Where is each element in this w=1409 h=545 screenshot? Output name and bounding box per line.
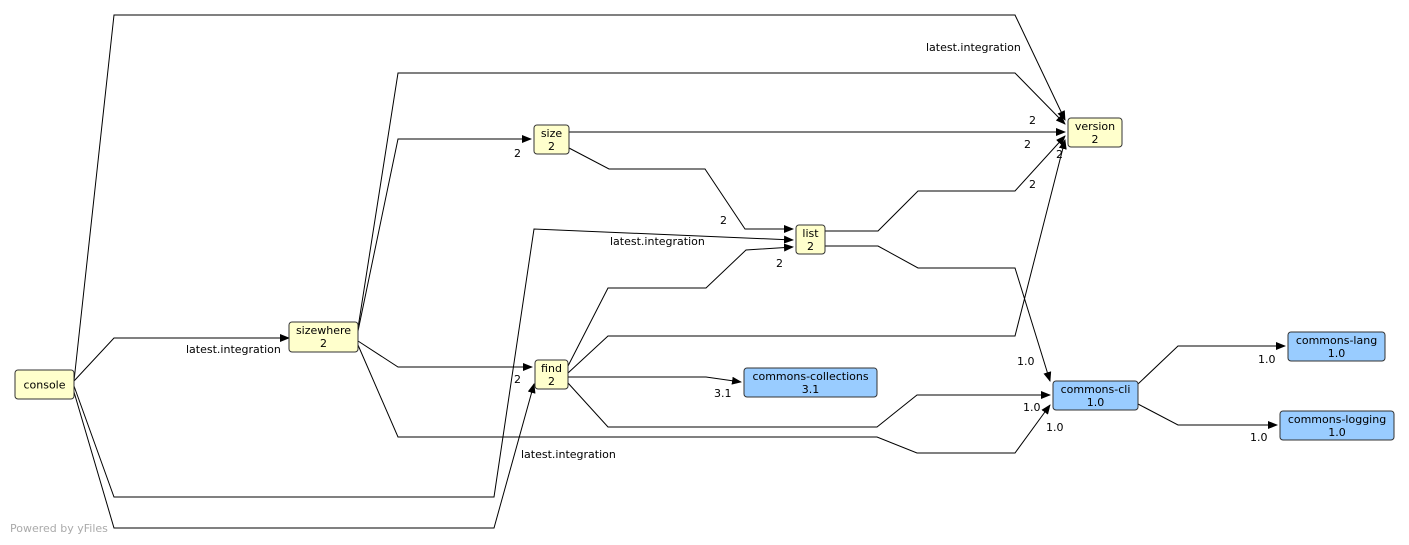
edge-label-size-list: 2 [720, 214, 727, 227]
node-name-console: console [23, 379, 65, 392]
node-name-commons-lang: commons-lang [1296, 334, 1377, 347]
edge-label-list-commons-cli: 1.0 [1017, 355, 1035, 368]
edge-label-commons-cli-commons-logging: 1.0 [1250, 431, 1268, 444]
edge-label-find-version: 2 [1056, 148, 1063, 161]
node-version-commons-lang: 1.0 [1328, 347, 1346, 360]
node-box-size[interactable] [533, 124, 570, 155]
node-name-commons-logging: commons-logging [1288, 413, 1386, 426]
node-box-console[interactable] [14, 369, 75, 400]
edge-label-console-list: latest.integration [610, 235, 705, 248]
edge-label-console-sizewhere: latest.integration [186, 343, 281, 356]
edge-find-list [567, 243, 794, 367]
node-name-sizewhere: sizewhere [296, 324, 351, 337]
node-box-version[interactable] [1067, 117, 1123, 148]
node-version-commons-logging: 1.0 [1328, 426, 1346, 439]
node-console[interactable]: console [14, 369, 75, 400]
node-name-list: list [802, 227, 819, 240]
node-version-version: 2 [1092, 133, 1099, 146]
edge-label-sizewhere-version: 2 [1029, 114, 1036, 127]
node-version-list: 2 [807, 240, 814, 253]
node-name-size: size [541, 127, 563, 140]
edge-label-sizewhere-size: 2 [514, 147, 521, 160]
edge-commons-cli-commons-lang [1137, 342, 1286, 385]
edge-console-sizewhere [73, 334, 290, 382]
edge-label-console-version: latest.integration [926, 41, 1021, 54]
node-version-find: 2 [548, 375, 555, 388]
edges-layer [73, 14, 1286, 529]
node-box-find[interactable] [534, 359, 569, 390]
edge-commons-cli-commons-logging [1137, 403, 1278, 429]
nodes-layer: consolesizewhere2size2find2list2version2… [14, 117, 1395, 441]
edge-find-version [567, 139, 1067, 374]
edge-label-commons-cli-commons-lang: 1.0 [1258, 353, 1276, 366]
edge-label-size-version: 2 [1024, 138, 1031, 151]
node-version-sizewhere: 2 [320, 337, 327, 350]
edge-label-console-find: latest.integration [521, 448, 616, 461]
edge-label-find-commons-collections: 3.1 [714, 387, 732, 400]
edge-size-list [568, 147, 794, 233]
edge-console-version [73, 14, 1066, 382]
edge-label-list-version: 2 [1029, 178, 1036, 191]
edge-label-sizewhere-find: 2 [514, 373, 521, 386]
edge-labels-layer: latest.integration latest.integration late… [186, 41, 1276, 461]
powered-by-footer: Powered by yFiles [10, 522, 108, 535]
node-name-commons-collections: commons-collections [752, 370, 868, 383]
edge-label-sizewhere-commons-cli: 1.0 [1046, 421, 1064, 434]
node-box-sizewhere[interactable] [288, 321, 359, 353]
node-version-commons-collections: 3.1 [802, 383, 820, 396]
edge-sizewhere-commons-cli [357, 344, 1051, 454]
edge-label-find-commons-cli: 1.0 [1023, 401, 1041, 414]
node-box-commons-lang[interactable] [1287, 331, 1386, 362]
edge-sizewhere-find [357, 340, 533, 371]
node-version-size: 2 [548, 140, 555, 153]
node-name-version: version [1075, 120, 1115, 133]
edge-console-find [73, 383, 536, 529]
node-name-find: find [541, 362, 562, 375]
edge-sizewhere-version [357, 72, 1066, 329]
edge-find-commons-cli [567, 382, 1051, 428]
edge-find-commons-collections [568, 376, 742, 385]
node-name-commons-cli: commons-cli [1061, 383, 1131, 396]
node-version-commons-cli: 1.0 [1087, 396, 1105, 409]
edge-sizewhere-size [357, 135, 532, 332]
node-box-commons-logging[interactable] [1279, 410, 1395, 441]
edge-list-version [825, 135, 1066, 232]
edge-console-list [73, 228, 794, 498]
edge-label-find-list: 2 [776, 257, 783, 270]
node-box-commons-collections[interactable] [743, 367, 878, 398]
edge-list-commons-cli [825, 245, 1052, 382]
node-box-list[interactable] [795, 224, 826, 255]
node-box-commons-cli[interactable] [1052, 380, 1139, 411]
